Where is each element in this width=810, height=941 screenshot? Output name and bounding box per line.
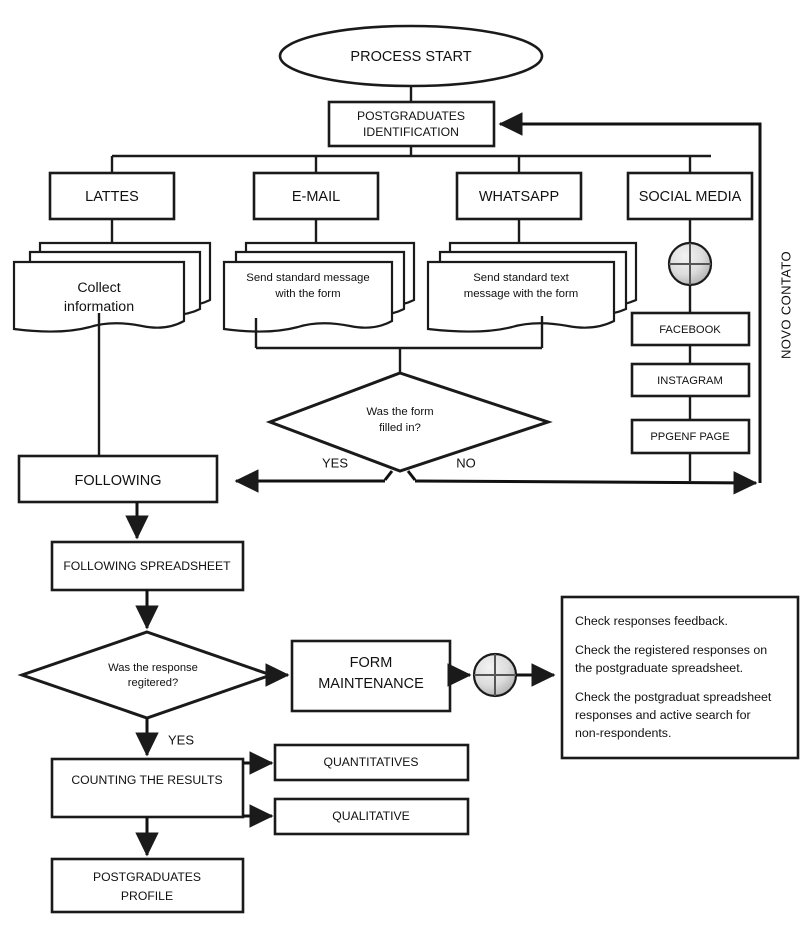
decision-form-label-2: filled in? [379, 422, 421, 434]
doc-stack-email[interactable]: Send standard message with the form [222, 241, 416, 333]
node-identification-label-1: POSTGRADUATES [357, 109, 465, 123]
label-novo-contato: NOVO CONTATO [778, 251, 793, 359]
node-qualitative-label: QUALITATIVE [332, 809, 409, 823]
node-form-maintenance-label-2: MAINTENANCE [318, 676, 424, 692]
node-following-spreadsheet[interactable]: FOLLOWING SPREADSHEET [50, 540, 245, 592]
node-whatsapp[interactable]: WHATSAPP [455, 171, 583, 221]
node-counting-results-label: COUNTING THE RESULTS [71, 773, 222, 787]
decision-form-filled[interactable]: Was the form filled in? [265, 371, 553, 473]
note-line-2b: the postgraduate spreadsheet. [575, 661, 743, 675]
label-yes-response: YES [168, 732, 194, 747]
doc-whatsapp-label-2: message with the form [464, 288, 579, 300]
node-ppgenf-page[interactable]: PPGENF PAGE [630, 418, 751, 455]
doc-whatsapp-label-1: Send standard text [473, 272, 569, 284]
node-profile-label-1: POSTGRADUATES [93, 870, 201, 884]
node-instagram[interactable]: INSTAGRAM [630, 362, 751, 398]
merge-circle-checks [472, 652, 518, 698]
node-qualitative[interactable]: QUALITATIVE [273, 797, 470, 836]
node-following[interactable]: FOLLOWING [17, 454, 219, 504]
doc-lattes-label-2: information [64, 299, 134, 315]
note-line-1: Check responses feedback. [575, 614, 728, 628]
node-postgraduates-identification[interactable]: POSTGRADUATES IDENTIFICATION [327, 100, 496, 148]
decision-form-label-1: Was the form [366, 406, 433, 418]
decision-response-label-1: Was the response [108, 662, 198, 674]
node-facebook-label: FACEBOOK [659, 324, 721, 336]
edge-no-stub [406, 470, 417, 481]
doc-lattes-label-1: Collect [77, 280, 120, 296]
node-email-label: E-MAIL [292, 189, 340, 205]
decision-response-label-2: regitered? [128, 677, 178, 689]
node-profile-label-2: PROFILE [121, 889, 173, 903]
node-facebook[interactable]: FACEBOOK [630, 311, 751, 347]
doc-email-label-2: with the form [274, 288, 340, 300]
merge-circle-social [667, 241, 713, 287]
doc-stack-whatsapp[interactable]: Send standard text message with the form [426, 241, 638, 333]
node-social-media-label: SOCIAL MEDIA [639, 189, 742, 205]
note-checks-box[interactable]: Check responses feedback. Check the regi… [560, 595, 800, 760]
node-form-maintenance[interactable]: FORM MAINTENANCE [290, 639, 452, 713]
label-no-form: NO [456, 455, 476, 470]
node-counting-results[interactable]: COUNTING THE RESULTS [50, 757, 245, 819]
node-instagram-label: INSTAGRAM [657, 375, 723, 387]
node-following-spreadsheet-label: FOLLOWING SPREADSHEET [63, 559, 231, 573]
note-line-2a: Check the registered responses on [575, 643, 767, 657]
node-ppgenf-label: PPGENF PAGE [650, 431, 729, 443]
note-line-3c: non-respondents. [575, 726, 671, 740]
node-email[interactable]: E-MAIL [252, 171, 380, 221]
node-whatsapp-label: WHATSAPP [479, 189, 559, 205]
node-lattes[interactable]: LATTES [48, 171, 176, 221]
node-social-media[interactable]: SOCIAL MEDIA [626, 171, 754, 221]
note-line-3a: Check the postgraduat spreadsheet [575, 690, 772, 704]
node-identification-label-2: IDENTIFICATION [363, 125, 459, 139]
edge-yes-stub [383, 470, 394, 481]
node-quantitatives[interactable]: QUANTITATIVES [273, 743, 470, 782]
edge-return-loop-novo-contato [498, 112, 762, 483]
edge-no-to-return [414, 471, 758, 495]
node-form-maintenance-label-1: FORM [350, 655, 393, 671]
node-process-start-label: PROCESS START [350, 49, 471, 65]
doc-email-label-1: Send standard message [246, 272, 369, 284]
doc-stack-lattes[interactable]: Collect information [12, 241, 212, 333]
node-process-start[interactable]: PROCESS START [278, 24, 544, 88]
node-postgraduates-profile[interactable]: POSTGRADUATES PROFILE [50, 857, 245, 914]
node-quantitatives-label: QUANTITATIVES [323, 755, 418, 769]
note-line-3b: responses and active search for [575, 708, 751, 722]
node-following-label: FOLLOWING [74, 473, 161, 489]
node-lattes-label: LATTES [85, 189, 139, 205]
label-yes-form: YES [322, 455, 348, 470]
decision-response-registered[interactable]: Was the response regitered? [17, 630, 276, 720]
